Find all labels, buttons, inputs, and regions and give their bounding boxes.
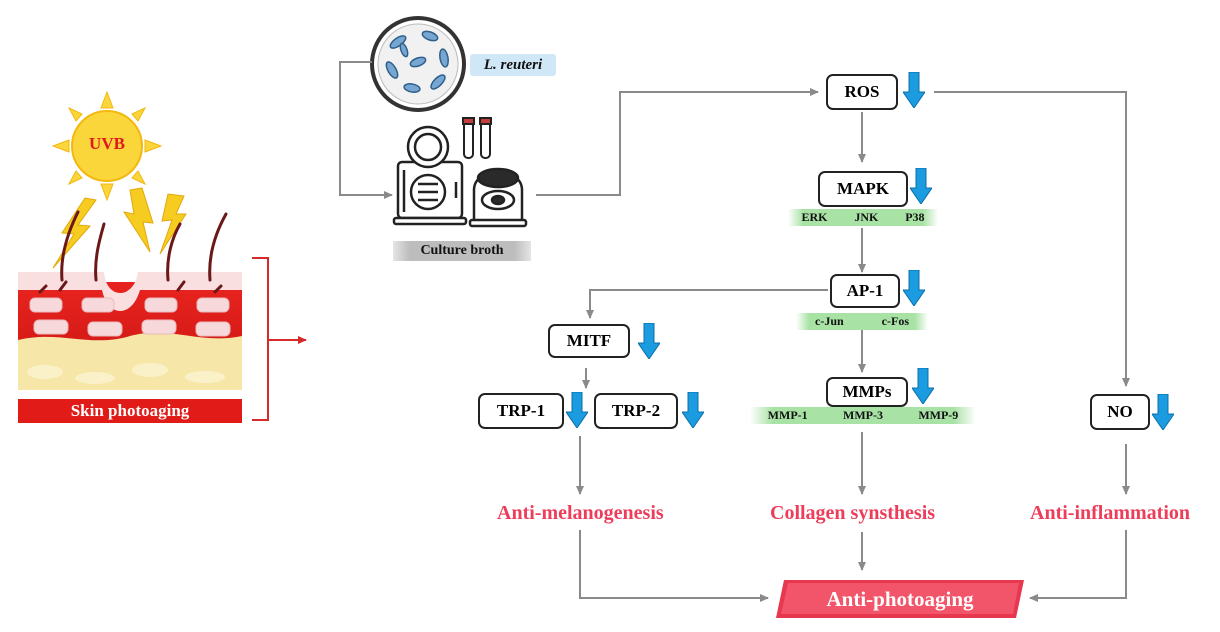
culture-broth-label: Culture broth: [393, 241, 531, 261]
down-arrow-icon: [910, 168, 932, 204]
anti-inflammation-label: Anti-inflammation: [1030, 502, 1190, 524]
down-arrow-icon: [903, 270, 925, 306]
down-arrow-icon: [566, 392, 588, 428]
incubator-icon: [392, 125, 468, 226]
down-arrow-icon: [1152, 394, 1174, 430]
node-mmps: MMPs: [826, 377, 908, 407]
band-item-cfos: c-Fos: [881, 314, 909, 328]
band-item-erk: ERK: [801, 210, 828, 224]
lightning-icon: [52, 187, 187, 269]
sun-icon: [51, 90, 163, 202]
down-arrow-icon: [682, 392, 704, 428]
node-ros: ROS: [826, 74, 898, 110]
band-item-jnk: JNK: [854, 210, 879, 224]
down-arrow-icon: [912, 368, 934, 404]
anti-melanogenesis-label: Anti-melanogenesis: [497, 502, 664, 524]
band-item-mmp1: MMP-1: [767, 408, 808, 422]
connector-broth-ros: [536, 88, 819, 196]
node-no: NO: [1090, 394, 1150, 430]
petri-dish-icon: [370, 16, 466, 112]
anti-photoaging-label: Anti-photoaging: [826, 586, 974, 611]
collagen-synthesis-label: Collagen synsthesis: [770, 502, 936, 524]
down-arrow-icon: [903, 72, 925, 108]
mmps-band: MMP-1 MMP-3 MMP-9: [750, 407, 976, 424]
band-item-mmp9: MMP-9: [918, 408, 959, 422]
node-trp1: TRP-1: [478, 393, 564, 429]
connector-bacteria: [339, 61, 393, 199]
test-tube-icon: [462, 117, 492, 159]
down-arrow-icon: [638, 323, 660, 359]
band-item-cjun: c-Jun: [815, 314, 844, 328]
skin-cross-section: [18, 210, 242, 423]
node-mapk: MAPK: [818, 171, 908, 207]
skin-photoaging-label: Skin photoaging: [70, 401, 190, 420]
ap1-band: c-Jun c-Fos: [796, 313, 928, 330]
band-item-p38: P38: [905, 210, 925, 224]
node-trp2: TRP-2: [594, 393, 678, 429]
bacteria-label: L. reuteri: [470, 54, 556, 76]
node-mitf: MITF: [548, 324, 630, 358]
centrifuge-icon: [468, 167, 528, 228]
band-item-mmp3: MMP-3: [843, 408, 883, 422]
skin-bracket: [252, 257, 307, 421]
node-ap1: AP-1: [830, 274, 900, 308]
mapk-band: ERK JNK P38: [788, 209, 938, 226]
final-banner: [776, 580, 1024, 618]
uvb-label: UVB: [89, 134, 125, 153]
